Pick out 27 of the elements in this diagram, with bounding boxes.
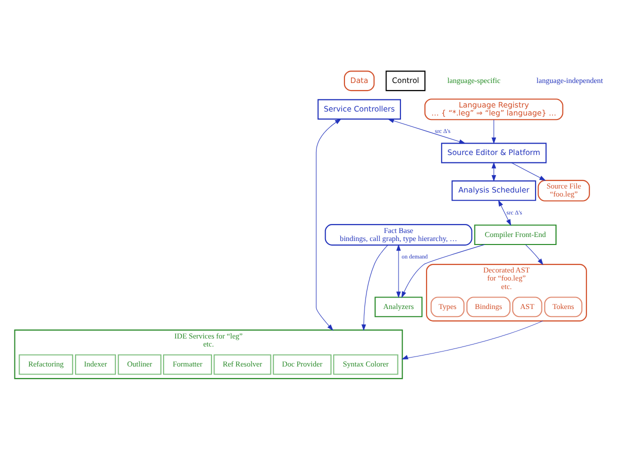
node-box: Doc Provider (272, 354, 332, 374)
legend-label: language-independent (536, 75, 603, 84)
arrow (388, 118, 466, 144)
node-box: Bindings (466, 296, 511, 317)
node-box: AST (512, 296, 542, 317)
node-box: Syntax Colorer (333, 354, 398, 374)
node-box: Ref Resolver (214, 354, 272, 374)
arrow (361, 244, 388, 330)
node-box: Types (430, 296, 464, 317)
node-box: Source File “foo.leg” (538, 179, 590, 201)
arrow (402, 244, 485, 298)
node-box: Analyzers (374, 296, 423, 317)
node-box: Compiler Front-End (474, 224, 557, 245)
node-box: Formatter (163, 354, 212, 374)
arrow (525, 244, 544, 265)
arrow (396, 244, 401, 298)
node-box: Refactoring (18, 354, 74, 374)
arrow (316, 118, 342, 330)
node-box: Tokens (544, 296, 582, 317)
node-box: Outliner (118, 354, 162, 374)
legend-label: language-specific (447, 75, 500, 84)
arrow (511, 162, 546, 180)
node-box: Fact Base bindings, call graph, type hierarchy, … (324, 224, 472, 246)
arrow (492, 119, 496, 144)
arrow (402, 320, 544, 359)
arrow (498, 199, 512, 226)
node-box: Indexer (75, 354, 116, 374)
